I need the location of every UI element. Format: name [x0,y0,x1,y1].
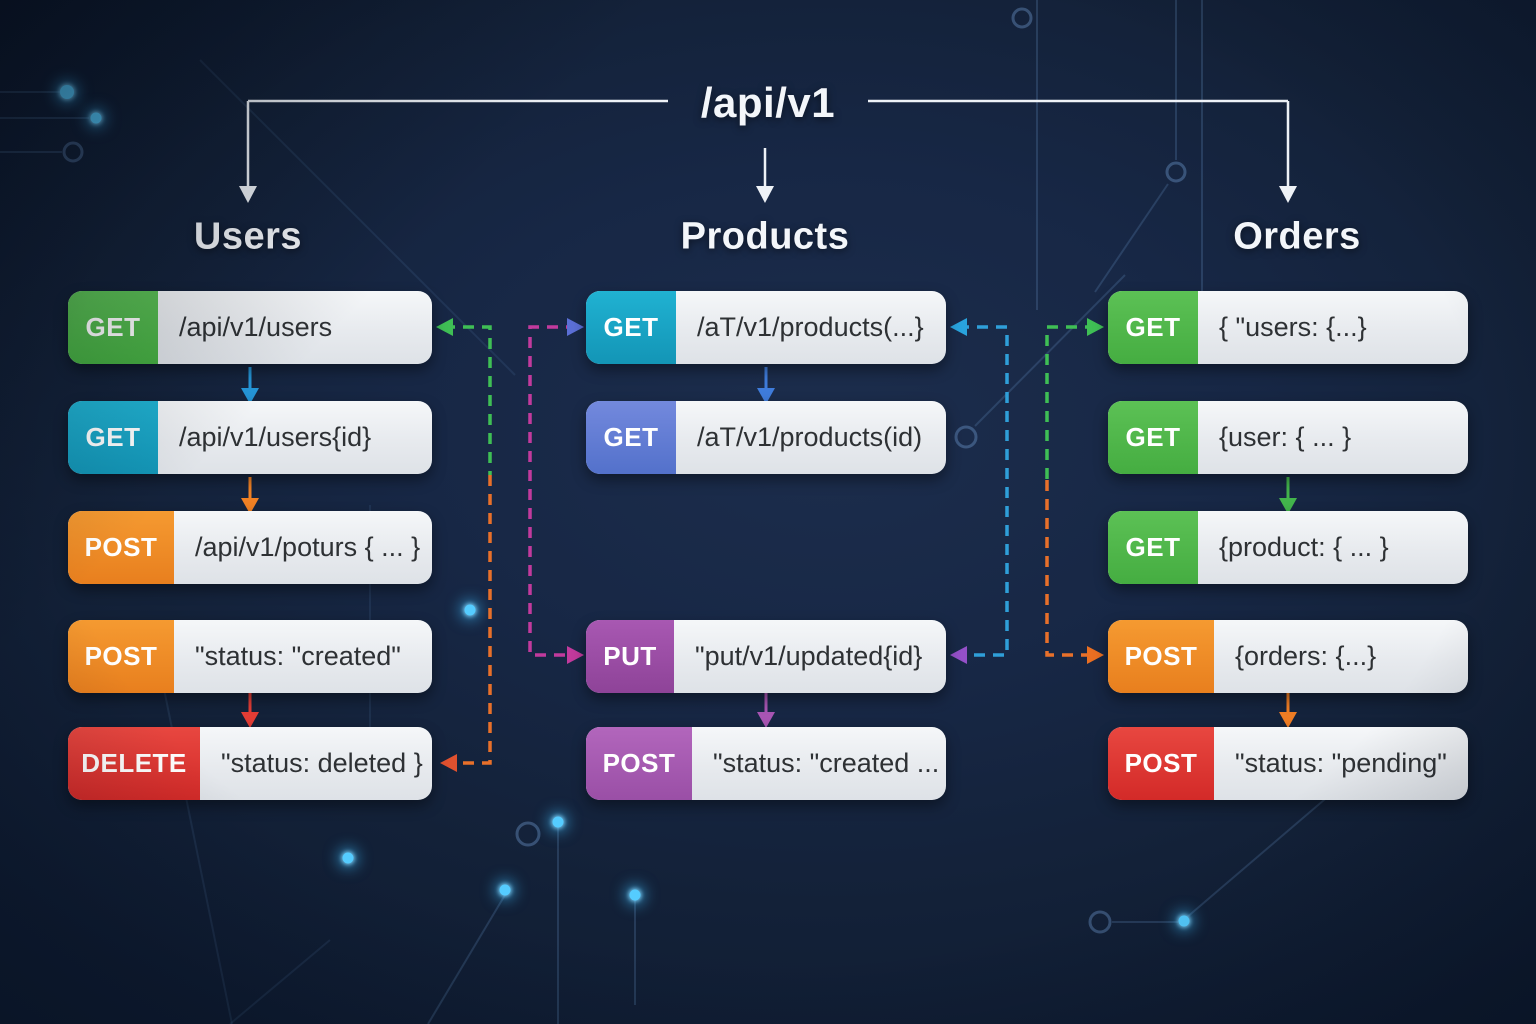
method-badge: POST [68,511,174,584]
column-header-products: Products [680,215,850,258]
method-badge: DELETE [68,727,200,800]
dashed-cyan-to-products [958,325,1009,657]
endpoint-card-users-get-id: GET /api/v1/users{id} [68,401,432,474]
method-badge: GET [586,291,676,364]
arrow-down-to-orders-icon [1279,186,1297,203]
method-badge: GET [68,401,158,474]
endpoint-path: /api/v1/poturs { ... } [195,532,421,562]
endpoint-path: { "users: {...} [1219,312,1367,342]
endpoint-card-orders-post-status: POST "status: "pending" [1108,727,1468,800]
endpoint-path: "status: "created ... [713,748,940,778]
endpoint-path: /aT/v1/products(...} [697,312,924,342]
endpoint-card-orders-post: POST {orders: {...} [1108,620,1468,693]
endpoint-path: /api/v1/users [179,312,333,342]
endpoint-card-users-post: POST /api/v1/poturs { ... } [68,511,432,584]
arrowhead-icon [1087,646,1104,664]
endpoint-path: {user: { ... } [1219,422,1352,452]
endpoint-path: /aT/v1/products(id) [697,422,923,452]
method-badge: PUT [586,620,674,693]
method-badge: GET [1108,291,1198,364]
api-root-label: /api/v1 [700,79,836,126]
endpoint-card-products-put: PUT "put/v1/updated{id} [586,620,946,693]
endpoint-card-products-get: GET /aT/v1/products(...} [586,291,946,364]
dashed-orange-to-users-delete [456,475,492,765]
endpoint-path: /api/v1/users{id} [179,422,372,452]
arrowhead-icon [757,712,775,728]
arrowhead-icon [436,318,453,336]
dashed-green-to-users-get [444,325,492,475]
arrowhead-icon [1087,318,1104,336]
endpoint-path: {orders: {...} [1235,641,1377,671]
arrowhead-icon [950,318,967,336]
arrowhead-icon [950,646,967,664]
method-badge: POST [1108,620,1214,693]
method-badge: POST [68,620,174,693]
endpoint-card-users-delete: DELETE "status: deleted } [68,727,432,800]
method-badge: POST [1108,727,1214,800]
arrow-down-to-products-icon [756,186,774,203]
arrowhead-icon [567,646,584,664]
method-badge: GET [586,401,676,474]
endpoint-path: "status: deleted } [221,748,423,778]
endpoint-card-users-get: GET /api/v1/users [68,291,432,364]
endpoint-card-products-get-id: GET /aT/v1/products(id) [586,401,946,474]
method-badge: GET [1108,511,1198,584]
dashed-green-to-orders-get [1045,325,1096,480]
dashed-magenta-to-products [528,325,577,657]
endpoint-card-products-post: POST "status: "created ... [586,727,946,800]
arrowhead-icon [567,318,584,336]
method-badge: GET [68,291,158,364]
method-badge: GET [1108,401,1198,474]
endpoint-card-orders-get-users: GET { "users: {...} [1108,291,1468,364]
endpoint-path: "status: "created" [195,641,401,671]
endpoint-card-orders-get-user: GET {user: { ... } [1108,401,1468,474]
endpoint-path: "put/v1/updated{id} [695,641,923,671]
endpoint-card-orders-get-product: GET {product: { ... } [1108,511,1468,584]
endpoint-path: {product: { ... } [1219,532,1389,562]
column-header-users: Users [193,215,303,258]
endpoint-path: "status: "pending" [1235,748,1447,778]
dashed-orange-to-orders-post [1045,480,1096,657]
arrowhead-icon [440,754,457,772]
arrowhead-icon [1279,712,1297,728]
method-badge: POST [586,727,692,800]
arrowhead-icon [241,712,259,728]
endpoint-card-users-post-status: POST "status: "created" [68,620,432,693]
column-header-orders: Orders [1233,215,1361,258]
arrow-down-to-users-icon [239,186,257,203]
